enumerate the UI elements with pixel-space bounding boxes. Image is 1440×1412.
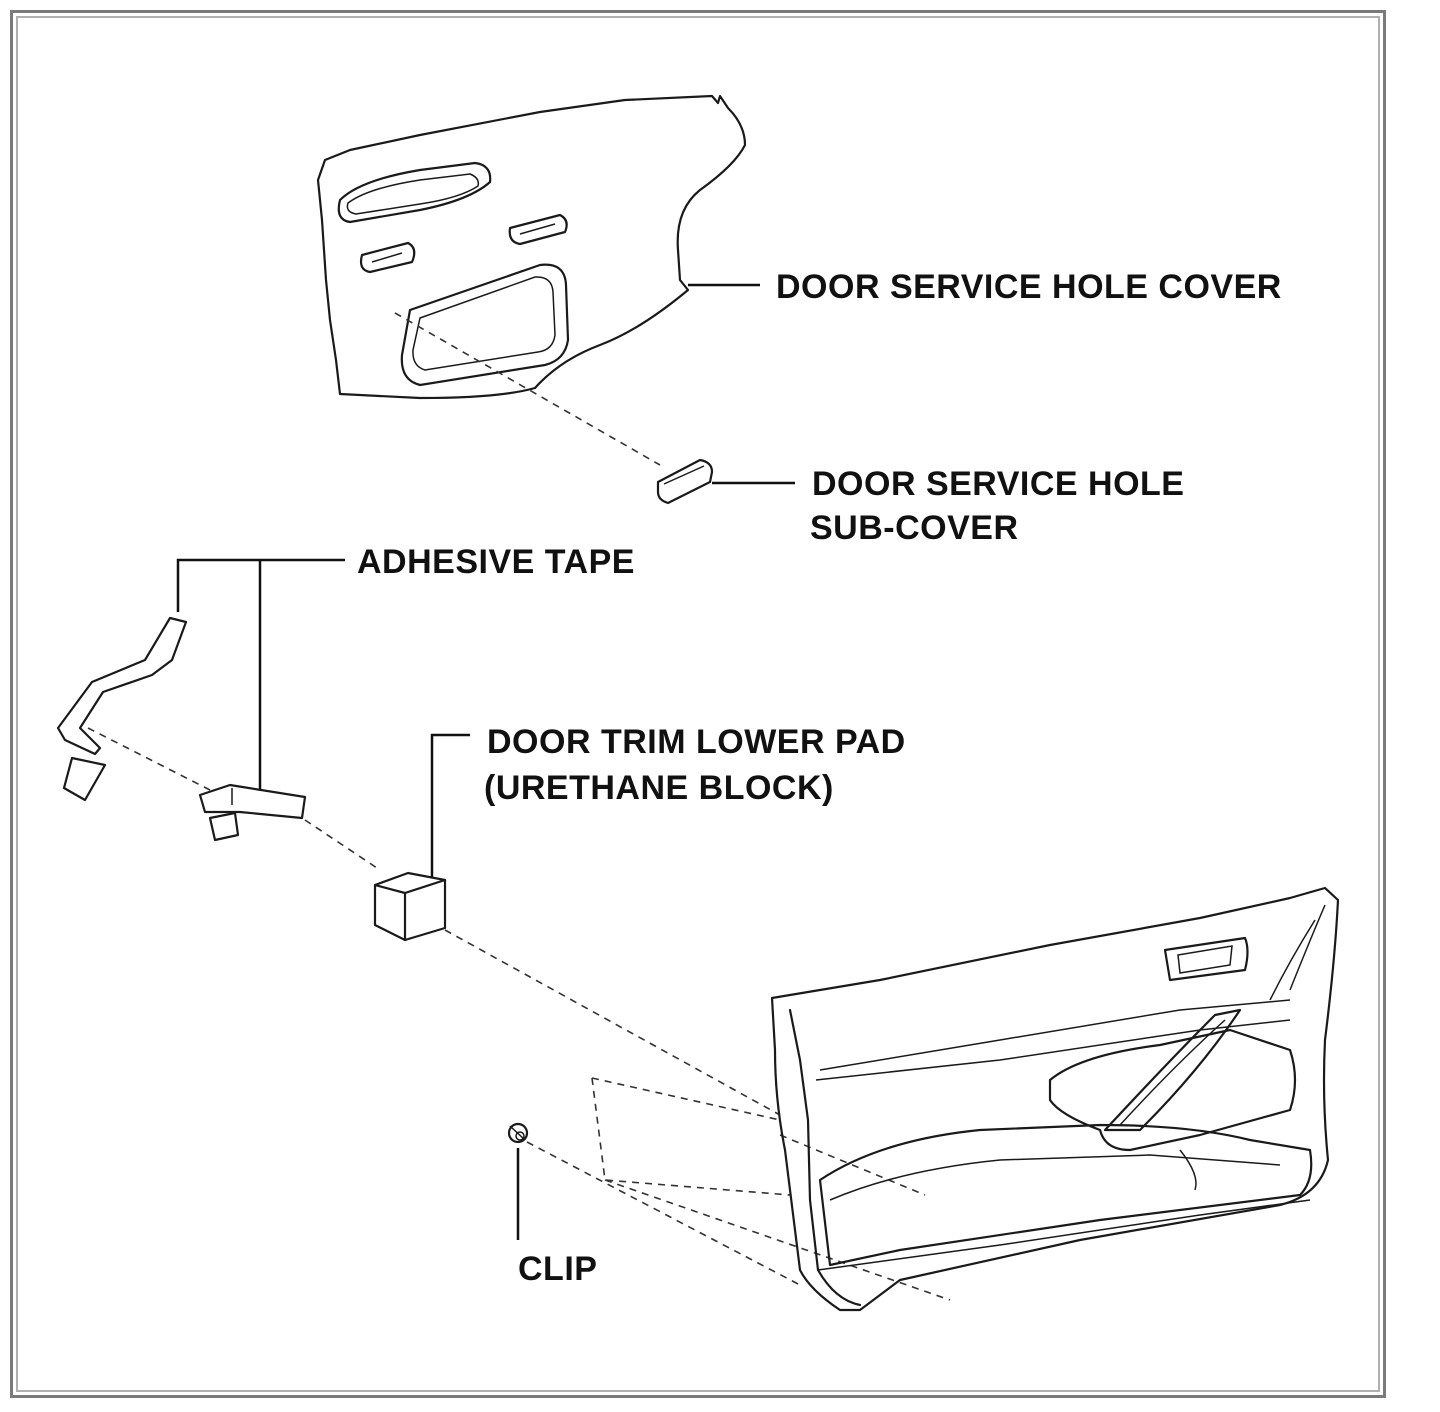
label-door-trim-lower-pad-line1: DOOR TRIM LOWER PAD [487, 723, 906, 761]
label-clip: CLIP [518, 1250, 598, 1288]
urethane-block [373, 871, 447, 942]
outer-frame [10, 10, 1386, 1398]
leader-adhesive-tape [176, 558, 345, 790]
door-service-hole-sub-cover [656, 458, 714, 505]
leader-lower-pad [430, 733, 470, 877]
inner-frame [16, 16, 1380, 1392]
label-door-service-hole-cover: DOOR SERVICE HOLE COVER [776, 268, 1282, 306]
label-door-trim-lower-pad-line2: (URETHANE BLOCK) [484, 769, 834, 807]
adhesive-tape-pieces [198, 783, 307, 842]
label-door-service-hole-sub-cover-line1: DOOR SERVICE HOLE [812, 465, 1185, 503]
door-trim-board [770, 886, 1340, 1312]
clip-part [507, 1122, 529, 1144]
label-adhesive-tape: ADHESIVE TAPE [357, 543, 635, 581]
door-service-hole-cover [316, 94, 747, 400]
adhesive-tape-strip [56, 616, 188, 802]
label-door-service-hole-sub-cover-line2: SUB-COVER [810, 509, 1019, 547]
guide-line-tape [87, 727, 781, 1116]
hidden-lines [591, 1077, 951, 1301]
